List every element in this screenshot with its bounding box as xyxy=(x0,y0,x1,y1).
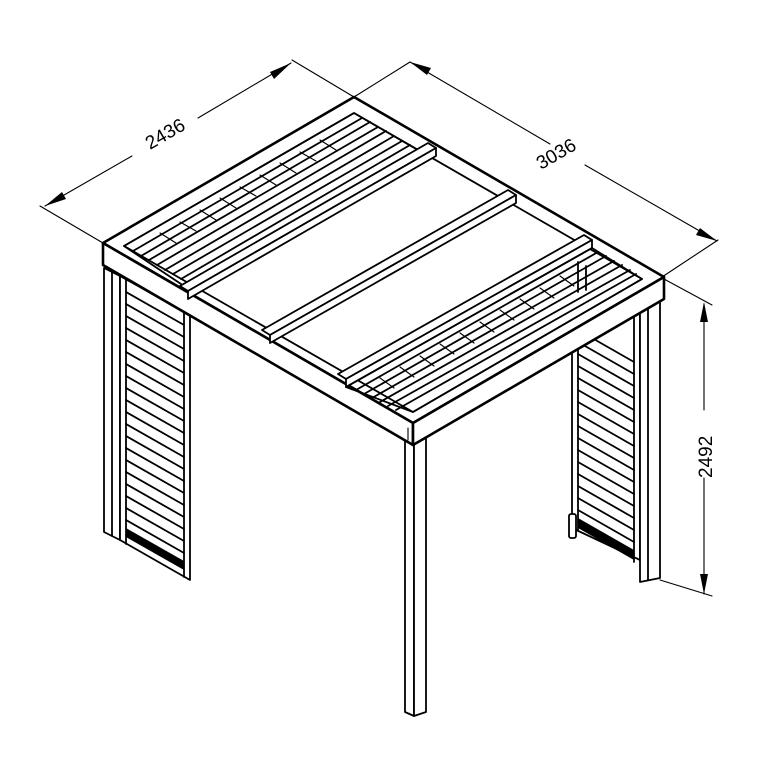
roof-beam-2 xyxy=(261,189,517,344)
dimension-height-2492: 2492 xyxy=(659,278,717,597)
roof-beam-3 xyxy=(337,234,593,388)
dimension-label-width: 2436 xyxy=(142,115,189,154)
roof-beam-1 xyxy=(179,142,437,300)
left-side-louvre-panel xyxy=(103,267,191,581)
roof-louvre-section-left xyxy=(123,112,431,291)
right-side-louvre-panel xyxy=(568,289,661,583)
dimension-label-height: 2492 xyxy=(696,436,717,478)
dimension-label-depth: 3036 xyxy=(533,135,580,174)
front-post xyxy=(404,437,427,717)
dimension-depth-3036: 3036 xyxy=(353,61,719,278)
roof-louvre-section-right xyxy=(345,247,643,413)
